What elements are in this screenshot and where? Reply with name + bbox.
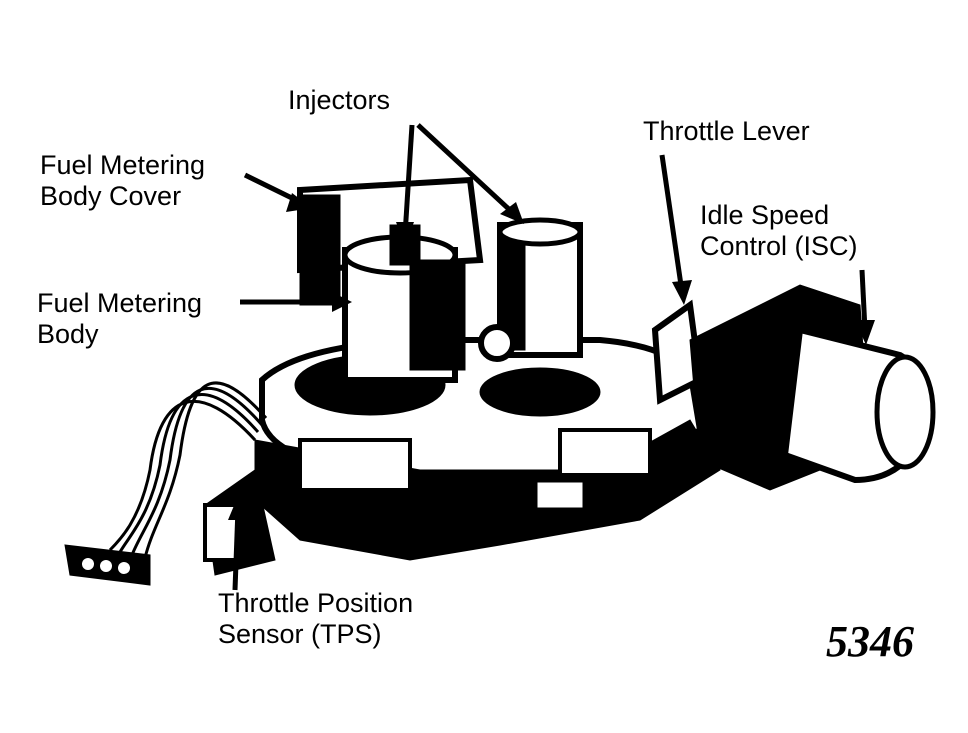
isc-motor-end bbox=[874, 354, 936, 470]
base-bore-right bbox=[479, 367, 601, 417]
injector-right-top bbox=[497, 217, 583, 247]
injectors-leader-right bbox=[416, 123, 514, 214]
label-throttle-position-sensor: Throttle Position Sensor (TPS) bbox=[218, 588, 414, 649]
cover-shadow bbox=[299, 194, 341, 306]
label-fuel-metering-body-cover: Fuel Metering Body Cover bbox=[40, 150, 206, 211]
body-shadow bbox=[409, 259, 466, 371]
label-injectors: Injectors bbox=[288, 85, 391, 115]
lower-body bbox=[254, 419, 721, 561]
throttle-lever-leader bbox=[659, 154, 685, 293]
label-fuel-metering-body: Fuel Metering Body bbox=[37, 288, 203, 349]
label-throttle-lever: Throttle Lever bbox=[643, 116, 810, 146]
lower-port-left bbox=[298, 438, 412, 492]
figure-number: 5346 bbox=[826, 617, 914, 666]
injectors-leader-left bbox=[402, 124, 415, 236]
tps-leader bbox=[232, 507, 241, 591]
fitting bbox=[478, 324, 516, 362]
lower-port-right bbox=[558, 428, 652, 477]
hose-fitting bbox=[532, 477, 588, 513]
label-idle-speed-control: Idle Speed Control (ISC) bbox=[700, 200, 858, 261]
